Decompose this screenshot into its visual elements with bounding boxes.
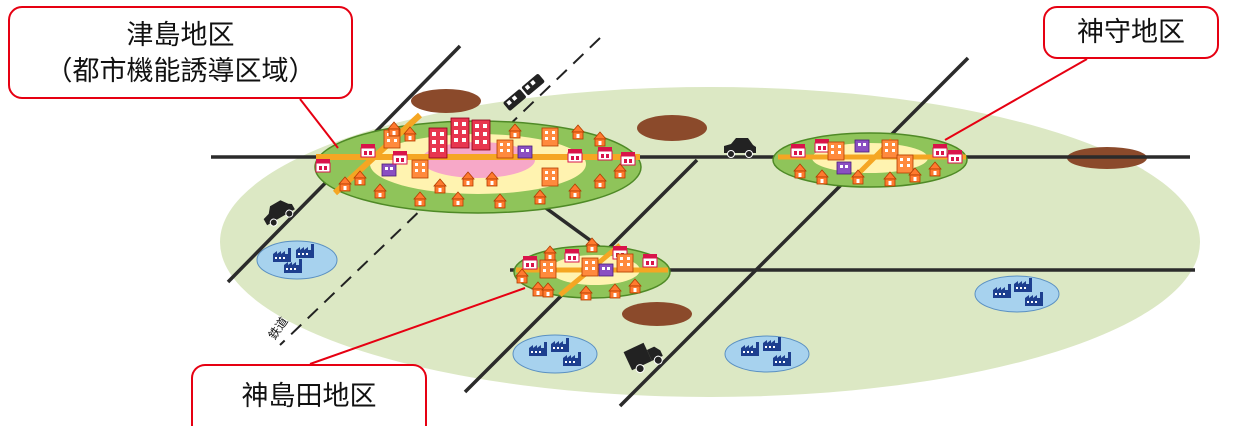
tsushima-title: 津島地区 (126, 20, 235, 51)
kamimori-title: 神守地区 (1077, 17, 1185, 48)
tsushima-callout: 津島地区 （都市機能誘導区域） (8, 6, 353, 99)
tsushima-district (314, 112, 642, 214)
brown-zone (411, 89, 481, 113)
industrial-area (256, 240, 338, 280)
car-icon (724, 138, 756, 158)
industrial-area (724, 335, 810, 373)
tsushima-subtitle: （都市機能誘導区域） (45, 56, 316, 87)
industrial-area (512, 334, 598, 374)
kamishimada-callout: 神島田地区 (191, 364, 427, 426)
industrial-area (974, 275, 1060, 313)
callout-pointers (299, 58, 1088, 365)
kamishimada-district (513, 237, 671, 301)
car-icon (263, 200, 295, 227)
truck-icon (623, 342, 663, 374)
kamimori-district (772, 132, 968, 188)
brown-zone (637, 115, 707, 141)
brown-zone (622, 302, 692, 326)
kamishimada-title: 神島田地区 (241, 381, 377, 412)
railway-line (279, 37, 601, 346)
kamimori-callout: 神守地区 (1043, 6, 1219, 59)
train-icon (503, 74, 545, 111)
